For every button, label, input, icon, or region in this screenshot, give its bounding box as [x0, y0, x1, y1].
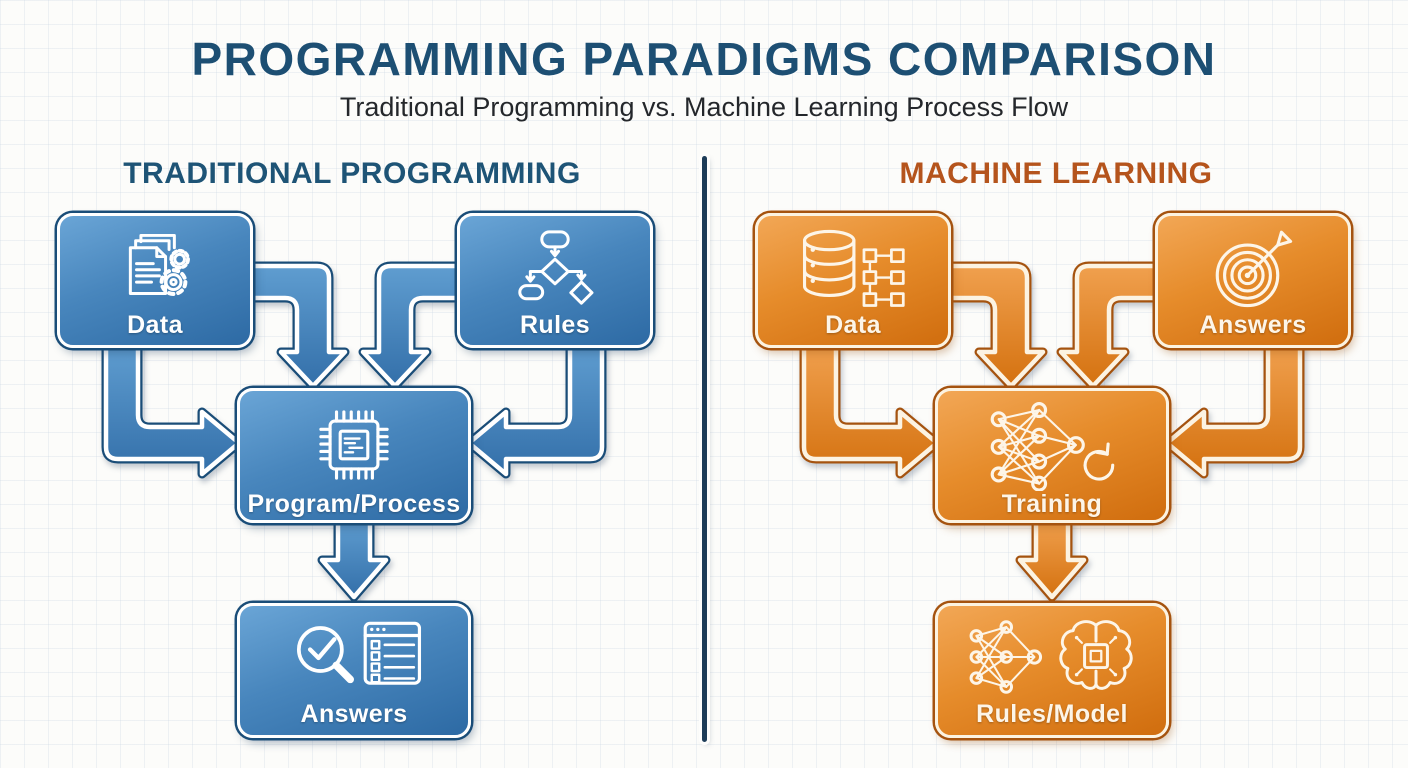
node-label: Data	[825, 311, 881, 339]
cpu-chip-icon	[306, 399, 402, 491]
node-ml-training: Training	[935, 388, 1169, 523]
node-traditional-program: Program/Process	[237, 388, 471, 523]
arrow-training-to-rulesmodel	[1020, 520, 1084, 597]
node-traditional-data: Data	[57, 213, 253, 348]
vertical-divider	[702, 156, 707, 742]
page-title: PROGRAMMING PARADIGMS COMPARISON	[191, 33, 1217, 85]
node-traditional-rules: Rules	[457, 213, 653, 348]
search-check-list-icon	[278, 614, 430, 701]
node-label: Training	[1001, 490, 1103, 518]
arrow-rules-to-program-side	[469, 345, 602, 474]
node-label: Answers	[1199, 311, 1307, 339]
page-subtitle: Traditional Programming vs. Machine Lear…	[339, 92, 1069, 122]
node-label: Rules	[519, 311, 591, 339]
flowchart-icon	[503, 224, 607, 312]
node-ml-rulesmodel: Rules/Model	[935, 603, 1169, 738]
database-tree-icon	[789, 224, 917, 312]
node-label: Program/Process	[247, 490, 461, 518]
node-label: Rules/Model	[976, 699, 1128, 728]
arrow-mldata-to-training-top	[948, 266, 1043, 386]
traditional-programming-heading: TRADITIONAL PROGRAMMING	[123, 157, 581, 190]
node-label: Answers	[300, 699, 408, 728]
node-ml-data: Data	[755, 213, 951, 348]
node-label: Data	[127, 311, 183, 339]
node-traditional-answers: Answers	[237, 603, 471, 738]
arrow-mldata-to-training-side	[804, 345, 937, 474]
network-brain-chip-icon	[964, 614, 1140, 701]
arrow-rules-to-program-top	[363, 266, 458, 386]
documents-gears-icon	[100, 224, 210, 312]
arrow-mlanswers-to-training-top	[1061, 266, 1156, 386]
target-dart-icon	[1201, 224, 1305, 312]
arrow-data-to-program-top	[250, 266, 345, 386]
arrow-data-to-program-side	[106, 345, 239, 474]
arrow-program-to-answers	[322, 520, 386, 597]
arrow-mlanswers-to-training-side	[1167, 345, 1300, 474]
neural-network-refresh-icon	[977, 399, 1127, 491]
machine-learning-heading: MACHINE LEARNING	[899, 157, 1213, 190]
node-ml-answers: Answers	[1155, 213, 1351, 348]
